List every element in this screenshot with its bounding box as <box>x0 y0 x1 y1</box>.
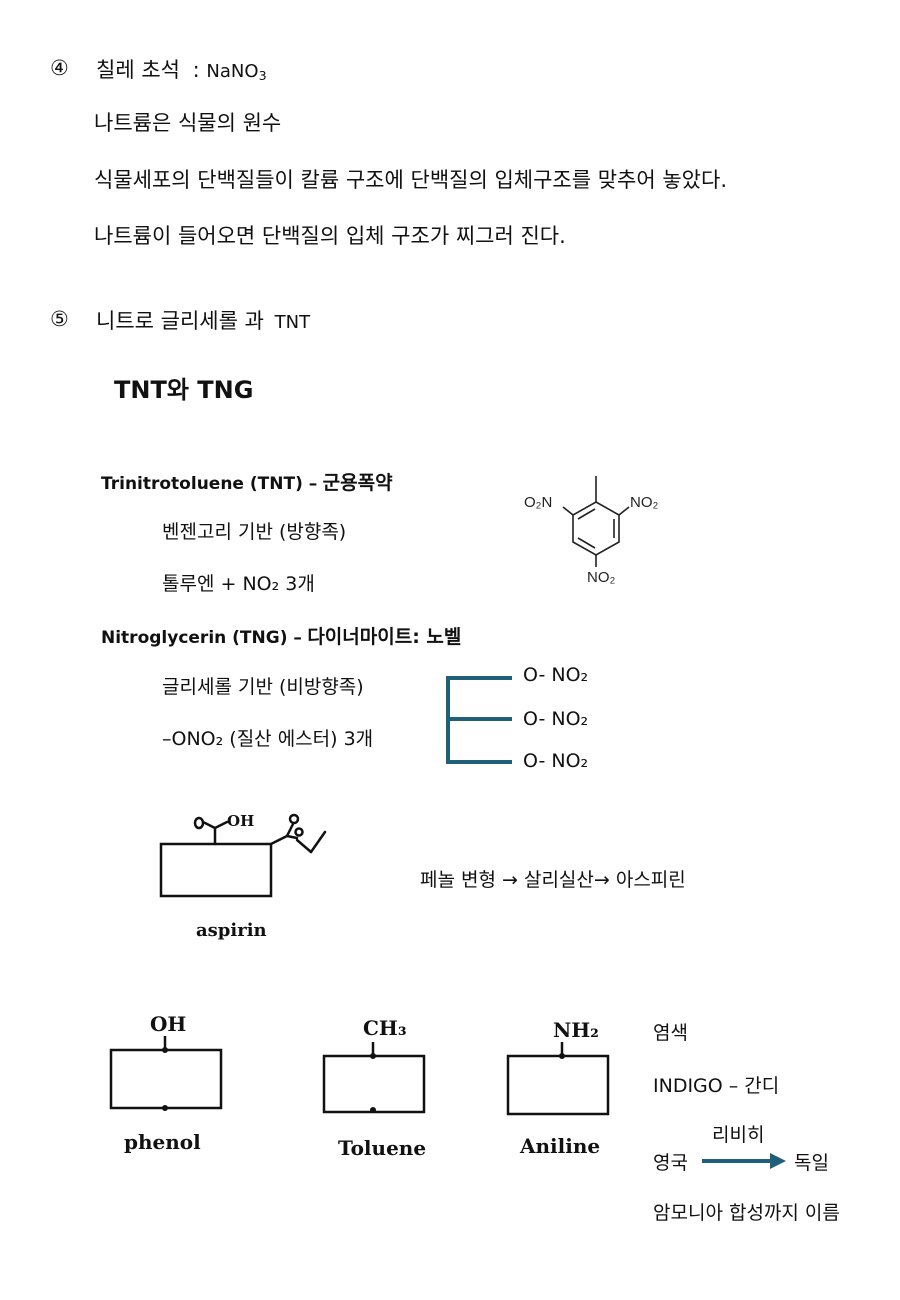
section4-line-1: 나트륨은 식물의 원수 <box>94 111 282 135</box>
ring-box <box>159 842 273 898</box>
tnt-line-2: 톨루엔 + NO₂ 3개 <box>162 573 315 595</box>
dye-indigo: INDIGO – 간디 <box>653 1075 780 1097</box>
section4-marker: ④ <box>50 56 69 80</box>
tnt-structure: O₂N NO₂ NO₂ <box>524 476 659 586</box>
section5-title-text: 니트로 글리세롤 과 <box>96 309 264 333</box>
section4-sep: : <box>192 58 200 82</box>
dye-last: 암모니아 합성까지 이름 <box>653 1202 840 1224</box>
formula-main: NaNO <box>206 61 259 82</box>
dye-arrow-label: 리비히 <box>712 1124 765 1146</box>
benzene-ring <box>572 501 620 556</box>
aniline-name: Aniline <box>520 1134 601 1158</box>
nitro-bond-left <box>562 506 574 516</box>
tng-branch-1: O- NO₂ <box>523 664 589 686</box>
section5-title: 니트로 글리세롤 과 TNT <box>96 305 310 335</box>
phenol-group: OH <box>150 1012 187 1036</box>
tnt-label-right: NO₂ <box>630 494 659 511</box>
tng-line-1: 글리세롤 기반 (비방향족) <box>162 676 364 698</box>
aspirin-pathway: 페놀 변형 → 살리실산→ 아스피린 <box>420 869 686 891</box>
phenol-ring <box>109 1036 223 1111</box>
aspirin-sketch: OH <box>159 812 327 898</box>
section5-marker: ⑤ <box>50 307 69 331</box>
section4-title-text: 칠레 초석 <box>96 58 180 82</box>
toluene-name: Toluene <box>338 1136 427 1160</box>
tng-heading: Nitroglycerin (TNG) – 다이너마이트: 노벨 <box>101 622 461 649</box>
tng-use: 다이너마이트: 노벨 <box>307 626 462 648</box>
section5-heading: TNT와 TNG <box>114 376 254 404</box>
aniline-group: NH₂ <box>553 1018 599 1042</box>
tng-branch-2: O- NO₂ <box>523 708 589 730</box>
ester-bond <box>269 834 289 846</box>
tnt-heading: Trinitrotoluene (TNT) – 군용폭약 <box>101 468 393 495</box>
tnt-name: Trinitrotoluene (TNT) – <box>101 474 318 494</box>
double-bond <box>577 508 596 520</box>
carbonyl-o <box>193 816 205 830</box>
dye-to: 독일 <box>794 1152 829 1174</box>
dye-title: 염색 <box>653 1022 688 1044</box>
tng-bracket <box>446 676 512 764</box>
section4-line-2: 식물세포의 단백질들이 칼륨 구조에 단백질의 입체구조를 맞추어 놓았다. <box>94 168 727 192</box>
toluene-ring <box>322 1042 426 1114</box>
double-bond <box>577 537 596 549</box>
formula-sub: 3 <box>258 68 267 84</box>
nitro-bond-right <box>618 506 630 516</box>
phenol-name: phenol <box>124 1130 201 1154</box>
aspirin-label: aspirin <box>196 920 267 941</box>
section4-formula: NaNO3 <box>206 61 267 84</box>
tnt-label-bottom: NO₂ <box>587 569 616 586</box>
tng-name: Nitroglycerin (TNG) – <box>101 628 302 648</box>
tnt-label-left: O₂N <box>524 494 552 511</box>
dye-arrow <box>702 1153 786 1169</box>
tng-line-2: –ONO₂ (질산 에스터) 3개 <box>162 728 374 750</box>
toluene-group: CH₃ <box>363 1016 407 1040</box>
tnt-use: 군용폭약 <box>322 472 393 494</box>
aspirin-oh-label: OH <box>227 812 254 830</box>
section4-title: 칠레 초석 : NaNO3 <box>96 54 267 84</box>
tnt-line-1: 벤젠고리 기반 (방향족) <box>162 521 347 543</box>
dye-from: 영국 <box>653 1152 688 1174</box>
section4-line-3: 나트륨이 들어오면 단백질의 입체 구조가 찌그러 진다. <box>94 224 566 248</box>
tng-branch-3: O- NO₂ <box>523 750 589 772</box>
aniline-ring <box>506 1042 610 1116</box>
section5-title-tnt: TNT <box>274 312 311 333</box>
